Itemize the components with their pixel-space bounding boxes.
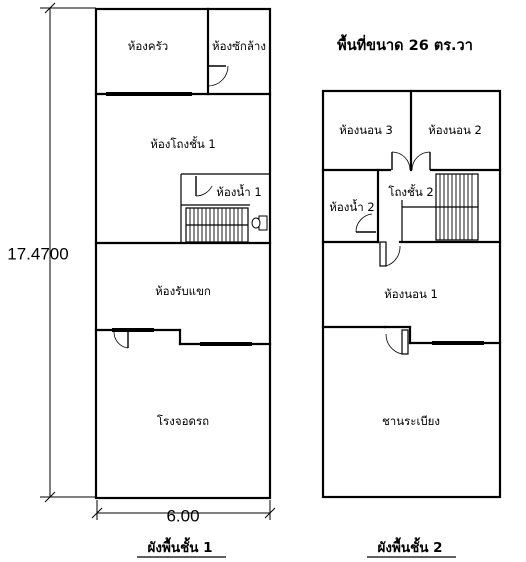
- door-swing-arc: [385, 333, 403, 355]
- floor-1-title: ผังพื้นชั้น 1: [147, 537, 212, 556]
- width-dimension-arrow-right: [264, 507, 276, 519]
- door-swing-arc: [355, 213, 373, 233]
- floor-2-bedroom2-door: [411, 151, 431, 171]
- floor-2-terrace-sliding-door: [432, 341, 484, 345]
- door-swing-arc: [411, 151, 431, 171]
- room-label-kitchen: ห้องครัว: [128, 39, 168, 53]
- floor-1-stairs: [185, 207, 249, 243]
- height-dimension-arrow-top: [44, 2, 56, 14]
- floor-1-garage-door: [113, 330, 129, 349]
- room-label-bedroom-3: ห้องนอน 3: [339, 123, 393, 137]
- room-label-hall-floor-2: โถงชั้น 2: [388, 184, 433, 199]
- width-dimension: 6.00: [91, 500, 276, 526]
- floor-2-plan: ห้องนอน 3 ห้องนอน 2 ห้องน้ำ 2 โถงชั้น 2 …: [321, 89, 502, 499]
- floor-1-plan: ห้องครัว ห้องซักล้าง ห้องโถงชั้น 1 ห้องน…: [94, 7, 272, 500]
- height-dimension-label: 17.4700: [7, 245, 68, 264]
- floor-2-terrace-door: [385, 329, 409, 355]
- door-swing-arc: [385, 245, 401, 267]
- floor-1-laundry-door: [207, 65, 229, 87]
- width-dimension-label: 6.00: [166, 507, 199, 526]
- floor-1-living-sliding-door-right: [200, 342, 252, 346]
- floor-2-bathroom2-door: [355, 213, 376, 233]
- room-label-bedroom-1: ห้องนอน 1: [384, 287, 438, 301]
- room-label-bathroom-2: ห้องน้ำ 2: [329, 199, 374, 214]
- room-label-bathroom-1: ห้องน้ำ 1: [216, 184, 261, 199]
- height-dimension-arrow-bottom: [44, 491, 56, 503]
- room-label-terrace: ชานระเบียง: [382, 414, 440, 428]
- floor-2-stairs: [401, 173, 479, 242]
- room-label-bedroom-2: ห้องนอน 2: [428, 123, 482, 137]
- door-swing-arc: [195, 185, 213, 197]
- room-label-laundry: ห้องซักล้าง: [212, 39, 266, 53]
- height-dimension: 17.4700: [7, 2, 96, 503]
- room-label-living-room: ห้องรับแขก: [155, 284, 211, 298]
- area-label: พื้นที่ขนาด 26 ตร.วา: [337, 34, 473, 54]
- door-swing-arc: [113, 331, 129, 349]
- door-leaf: [401, 329, 409, 355]
- door-leaf: [379, 241, 387, 267]
- floor-2-bedroom3-door: [391, 151, 411, 171]
- width-dimension-arrow-left: [91, 507, 103, 519]
- toilet-icon: [251, 215, 268, 231]
- door-swing-arc: [207, 65, 229, 87]
- floor-2-bedroom1-door: [379, 241, 401, 267]
- floor-1-kitchen-sliding-window: [106, 92, 192, 96]
- floor-1-outer-wall: [94, 7, 272, 500]
- room-label-garage: โรงจอดรถ: [157, 414, 209, 428]
- floor-2-title: ผังพื้นชั้น 2: [377, 537, 442, 556]
- room-label-hall-floor-1: ห้องโถงชั้น 1: [150, 136, 216, 151]
- door-swing-arc: [391, 151, 411, 171]
- floor-1-living-sliding-door-left: [112, 328, 154, 332]
- floor-1-bathroom-door: [195, 176, 213, 197]
